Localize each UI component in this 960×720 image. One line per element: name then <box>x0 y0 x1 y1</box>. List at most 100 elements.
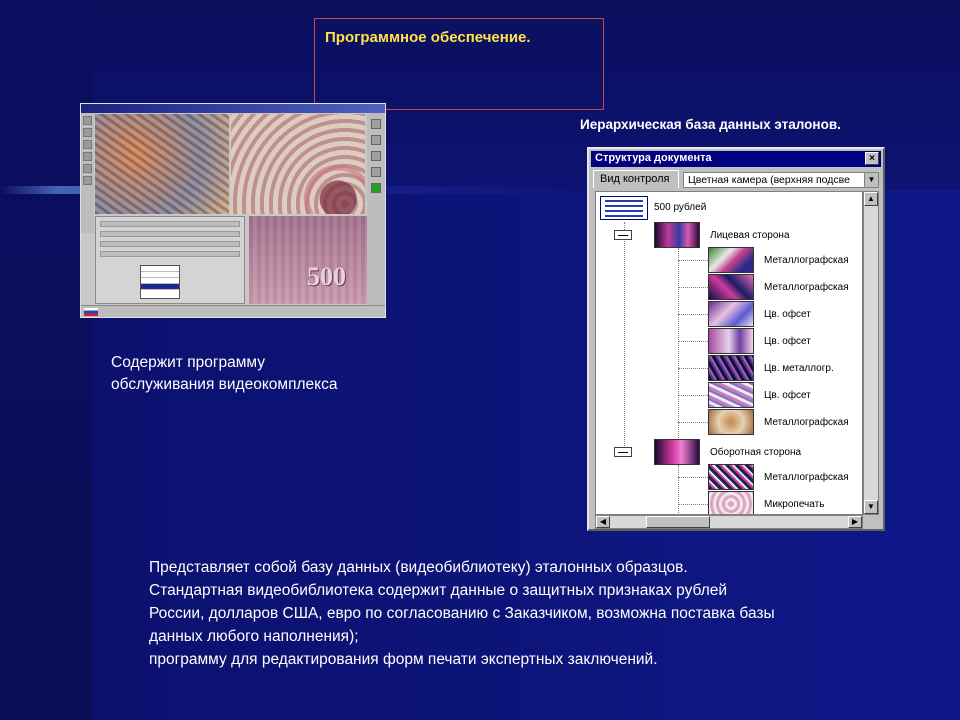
tree-connector <box>678 422 708 423</box>
form-list-row <box>141 272 179 278</box>
item-thumbnail[interactable] <box>708 328 754 354</box>
tree-connector <box>678 287 708 288</box>
window-title: Структура документа <box>595 152 712 164</box>
app-statusbar <box>81 305 385 317</box>
tool-icon <box>83 152 92 161</box>
tree-node-front-side[interactable]: Лицевая сторона <box>710 230 790 241</box>
horizontal-scrollbar[interactable]: ◀ ▶ <box>595 515 863 529</box>
tool-icon <box>371 167 381 177</box>
camera-select-value: Цветная камера (верхняя подсве <box>688 174 850 186</box>
tree-connector <box>678 477 708 478</box>
scroll-left-icon[interactable]: ◀ <box>596 516 610 528</box>
tree-connector <box>678 314 708 315</box>
left-background-band <box>0 0 92 720</box>
banknote-denomination: 500 <box>307 262 346 291</box>
scroll-right-icon[interactable]: ▶ <box>848 516 862 528</box>
item-thumbnail[interactable] <box>708 491 754 514</box>
caption-left-line: Содержит программу <box>111 354 265 371</box>
banknote-image <box>249 216 367 304</box>
tab-view-control[interactable]: Вид контроля <box>593 170 679 188</box>
item-thumbnail[interactable] <box>708 382 754 408</box>
tree-connector <box>678 465 679 514</box>
banknote-rosette-image <box>231 114 365 214</box>
russia-flag-icon <box>84 308 98 316</box>
tree-connector <box>678 368 708 369</box>
form-list <box>140 265 180 299</box>
camera-select[interactable]: Цветная камера (верхняя подсве ▼ <box>683 172 879 188</box>
caption-bottom-line: программу для редактирования форм печати… <box>149 651 658 668</box>
form-list-row <box>141 266 179 272</box>
tree-node-item[interactable]: Металлографская <box>764 472 849 483</box>
back-side-thumbnail[interactable] <box>654 439 700 465</box>
document-icon[interactable] <box>600 196 648 220</box>
slide-title: Программное обеспечение. <box>325 29 531 46</box>
window-titlebar: Структура документа × <box>591 151 881 167</box>
collapse-icon[interactable] <box>614 230 632 240</box>
close-icon[interactable]: × <box>865 152 879 165</box>
app-screenshot: 500 <box>80 103 386 318</box>
item-thumbnail[interactable] <box>708 247 754 273</box>
tree-node-item[interactable]: Металлографская <box>764 417 849 428</box>
tool-icon <box>371 119 381 129</box>
caption-bottom-line: Представляет собой базу данных (видеобиб… <box>149 559 688 576</box>
form-list-row-selected <box>141 284 179 290</box>
tree-node-item[interactable]: Цв. офсет <box>764 390 811 401</box>
form-row <box>100 221 240 227</box>
front-side-thumbnail[interactable] <box>654 222 700 248</box>
caption-bottom-line: данных любого наполнения); <box>149 628 359 645</box>
caption-bottom-line: Стандартная видеобиблиотека содержит дан… <box>149 582 728 599</box>
document-structure-window: Структура документа × Вид контроля Цветн… <box>587 147 885 531</box>
item-thumbnail[interactable] <box>708 301 754 327</box>
tool-icon <box>83 140 92 149</box>
tool-icon <box>371 151 381 161</box>
tree-connector <box>678 260 708 261</box>
caption-bottom: Представляет собой базу данных (видеобиб… <box>149 556 929 671</box>
app-left-toolbar <box>81 113 94 233</box>
tree-connector <box>678 341 708 342</box>
form-row <box>100 241 240 247</box>
tree-view: 500 рублей Лицевая сторона Металлографск… <box>595 191 863 515</box>
tree-node-item[interactable]: Микропечать <box>764 499 825 510</box>
item-thumbnail[interactable] <box>708 355 754 381</box>
app-right-toolbar <box>367 113 385 317</box>
banknote-macro-image <box>95 114 229 214</box>
form-row <box>100 231 240 237</box>
status-green-icon <box>371 183 381 193</box>
caption-bottom-line: России, долларов США, евро по согласован… <box>149 605 775 622</box>
tab-bar: Вид контроля Цветная камера (верхняя под… <box>591 170 881 188</box>
scroll-up-icon[interactable]: ▲ <box>864 192 878 206</box>
tree-node-item[interactable]: Металлографская <box>764 255 849 266</box>
tree-connector <box>624 222 625 452</box>
title-box: Программное обеспечение. <box>314 18 604 110</box>
form-list-row <box>141 278 179 284</box>
glow-divider <box>0 186 960 194</box>
scroll-down-icon[interactable]: ▼ <box>864 500 878 514</box>
tool-icon <box>83 116 92 125</box>
tool-icon <box>83 164 92 173</box>
chevron-down-icon[interactable]: ▼ <box>864 173 878 187</box>
tree-node-item[interactable]: Цв. офсет <box>764 336 811 347</box>
caption-left: Содержит программу обслуживания видеоком… <box>111 352 337 396</box>
tool-icon <box>83 128 92 137</box>
tree-node-item[interactable]: Цв. офсет <box>764 309 811 320</box>
tree-node-item[interactable]: Металлографская <box>764 282 849 293</box>
collapse-icon[interactable] <box>614 447 632 457</box>
tree-node-root[interactable]: 500 рублей <box>654 202 707 213</box>
item-thumbnail[interactable] <box>708 409 754 435</box>
item-thumbnail[interactable] <box>708 274 754 300</box>
tree-connector <box>678 504 708 505</box>
form-row <box>100 251 240 257</box>
db-heading: Иерархическая база данных эталонов. <box>580 117 841 132</box>
tool-icon <box>371 135 381 145</box>
item-thumbnail[interactable] <box>708 464 754 490</box>
tree-connector <box>678 395 708 396</box>
tree-node-item[interactable]: Цв. металлогр. <box>764 363 834 374</box>
app-titlebar <box>81 104 385 113</box>
tool-icon <box>83 176 92 185</box>
tree-connector <box>678 248 679 444</box>
app-form-panel <box>95 216 245 304</box>
caption-left-line: обслуживания видеокомплекса <box>111 376 338 393</box>
vertical-scrollbar[interactable]: ▲ ▼ <box>863 191 879 515</box>
tree-node-back-side[interactable]: Оборотная сторона <box>710 447 802 458</box>
scroll-thumb[interactable] <box>646 516 710 528</box>
